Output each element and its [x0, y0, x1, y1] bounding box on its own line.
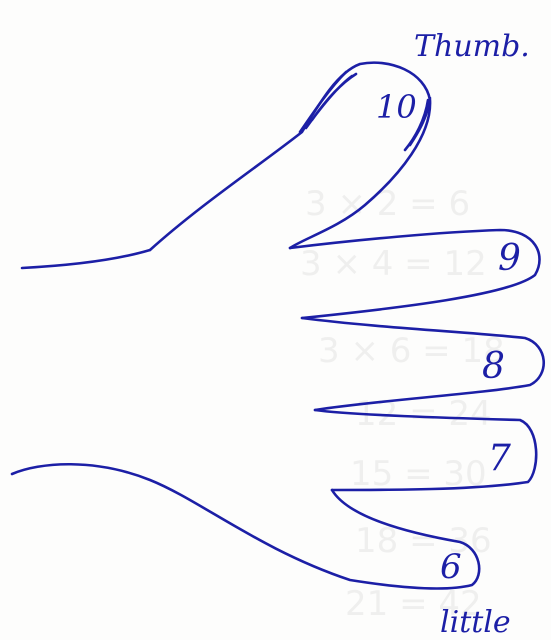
- middle-finger-number: 8: [482, 346, 505, 387]
- thumb-number: 10: [376, 88, 417, 126]
- show-through-writing: 3 × 2 = 6 3 × 4 = 12 3 × 6 = 18 12 = 24 …: [300, 184, 505, 624]
- show-through-line: 3 × 4 = 12: [300, 244, 487, 284]
- hand-outline: [12, 63, 544, 589]
- show-through-line: 3 × 2 = 6: [305, 184, 470, 224]
- thumb-label: Thumb.: [414, 29, 530, 64]
- ring-finger-number: 7: [488, 438, 511, 479]
- show-through-line: 3 × 6 = 18: [318, 331, 505, 371]
- index-finger-number: 9: [498, 238, 521, 279]
- show-through-line: 18 = 36: [355, 521, 492, 561]
- wrist-top-line: [22, 250, 150, 268]
- little-finger-number: 6: [440, 547, 462, 587]
- little-finger-label: little: [440, 605, 511, 640]
